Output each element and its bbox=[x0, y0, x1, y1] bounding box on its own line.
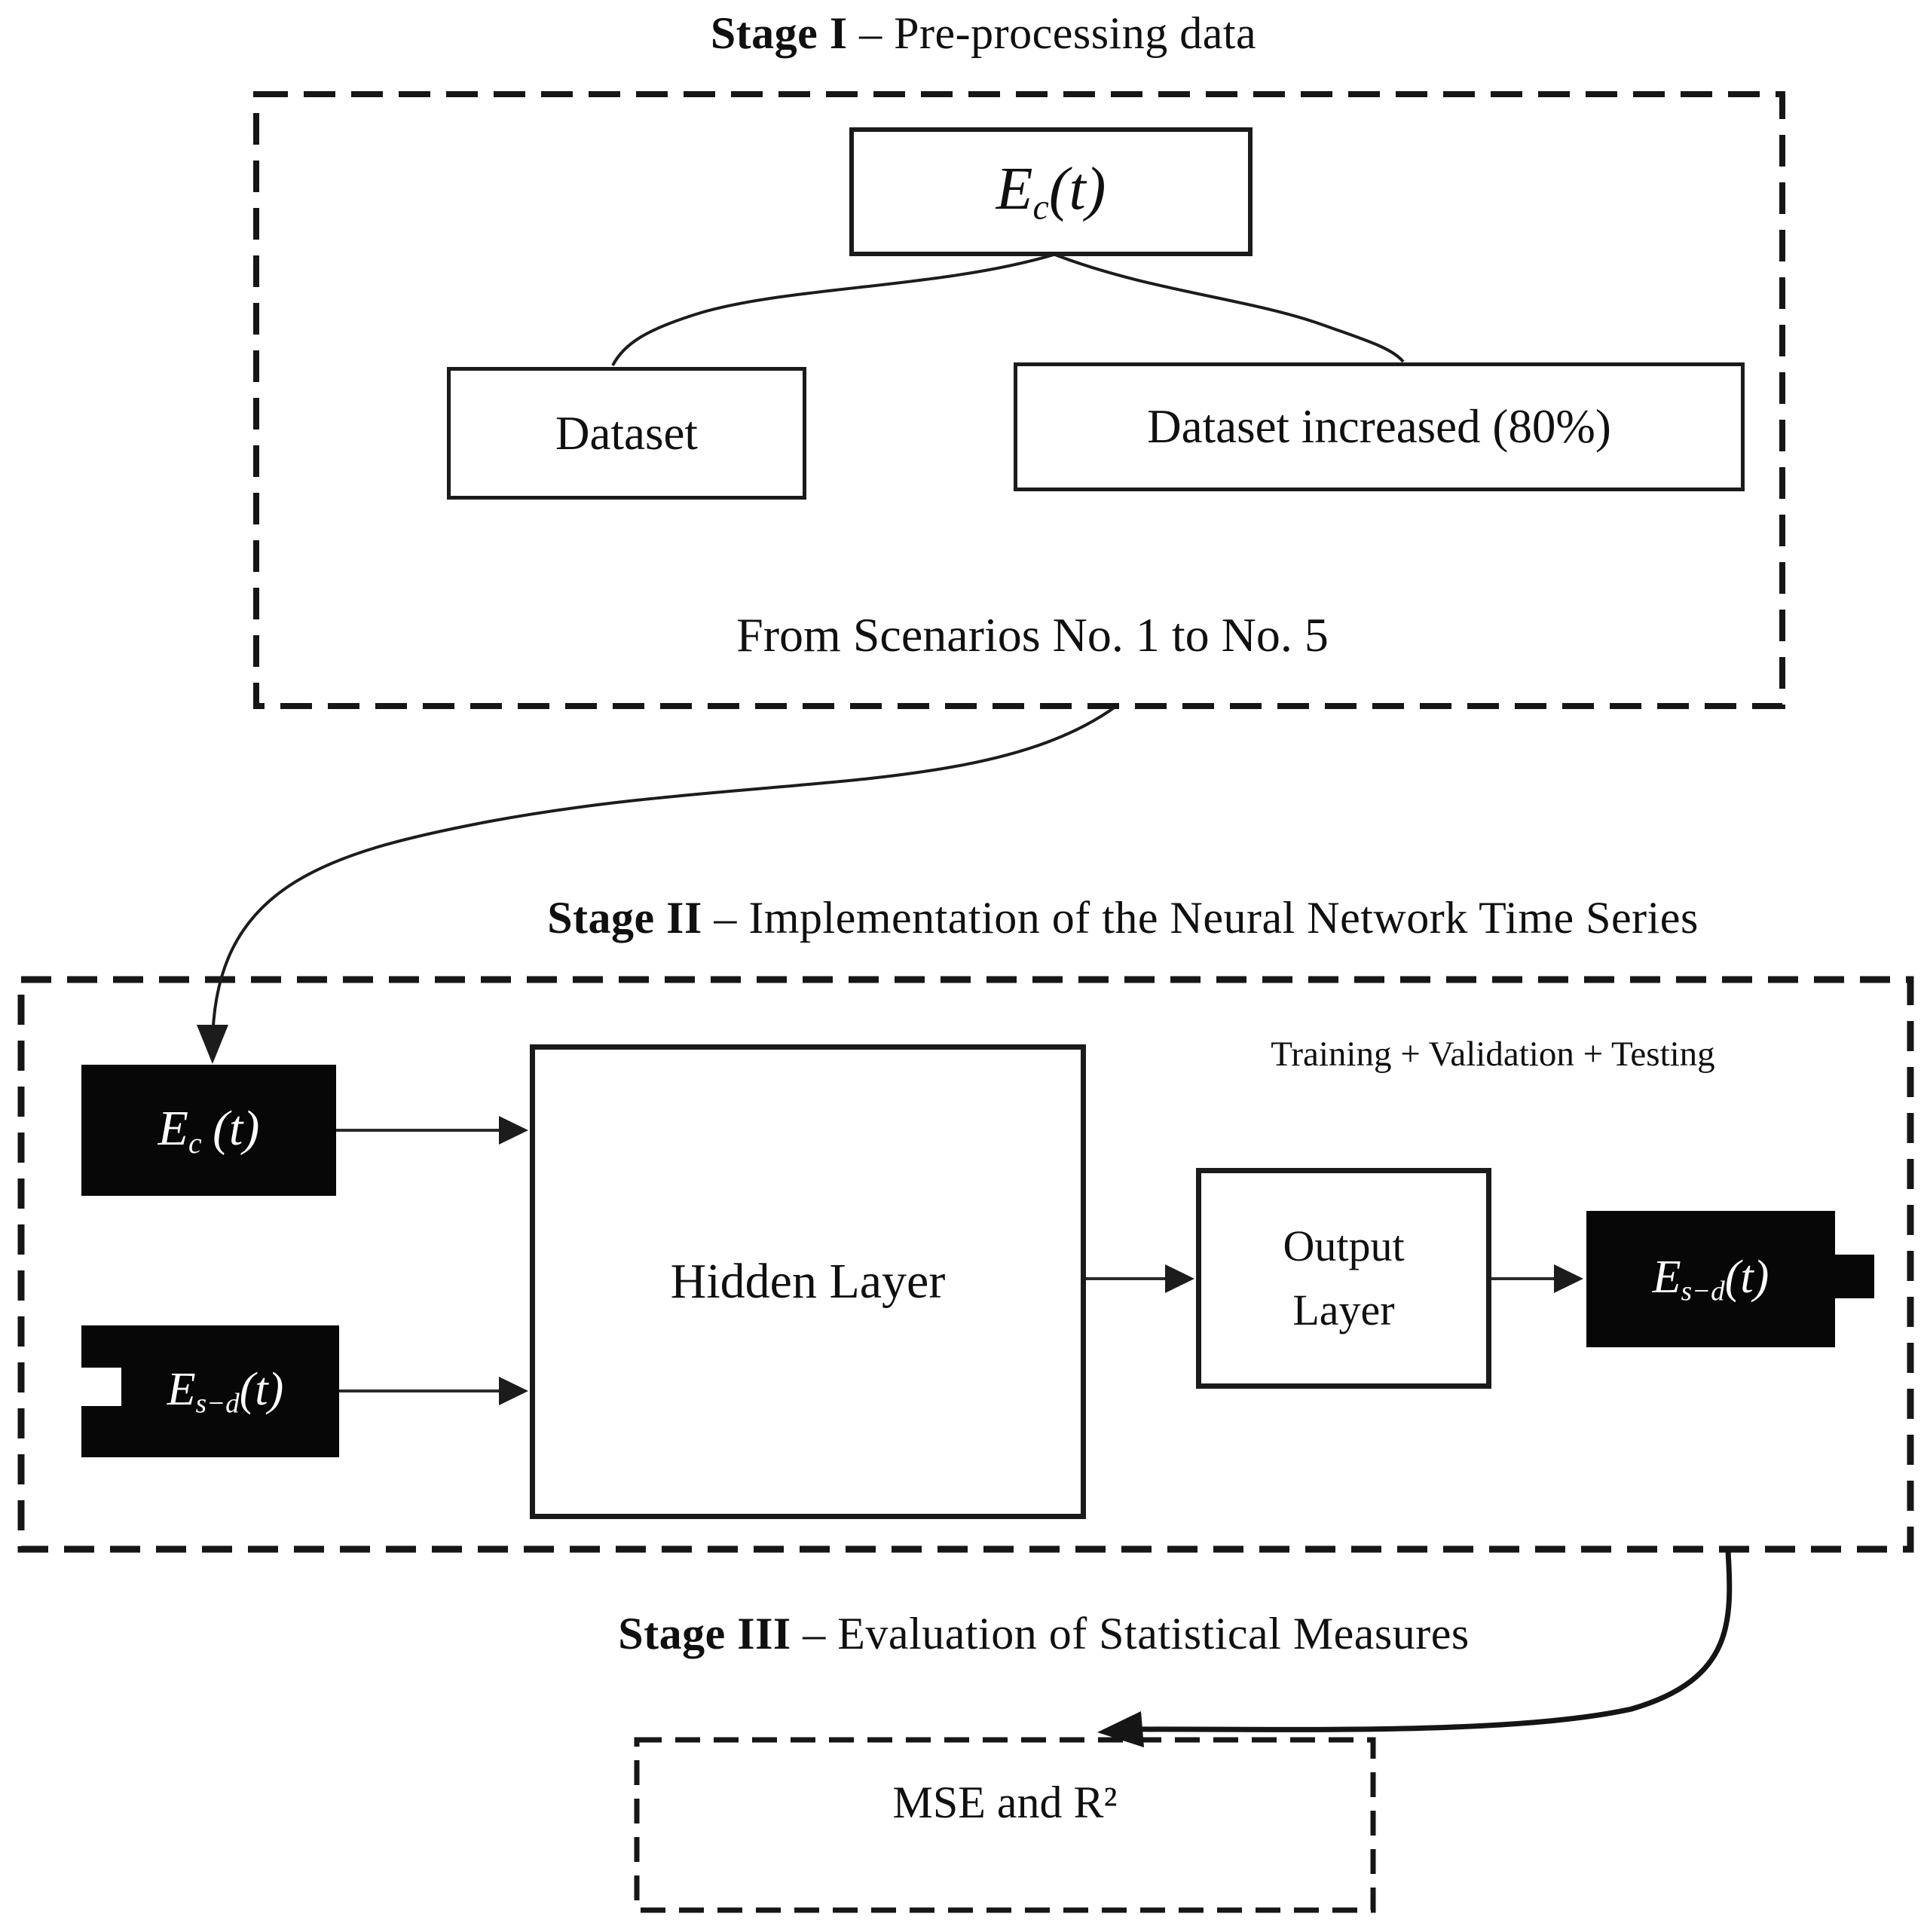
arrowhead-down-icon bbox=[197, 1025, 228, 1064]
arrowhead-left-icon bbox=[1097, 1711, 1144, 1747]
math-args: (t) bbox=[1048, 156, 1106, 223]
scenarios-note: From Scenarios No. 1 to No. 5 bbox=[736, 608, 1329, 662]
dataset-increased-box: Dataset increased (80%) bbox=[1014, 362, 1745, 491]
output-layer-box: Output Layer bbox=[1196, 1168, 1491, 1389]
output-layer-line2: Layer bbox=[1292, 1285, 1395, 1334]
stage1-title-rest: – Pre-processing data bbox=[847, 8, 1257, 58]
math-base: E bbox=[158, 1100, 188, 1156]
arrowhead-right-icon bbox=[1554, 1264, 1583, 1293]
stage2-title-rest: – Implementation of the Neural Network T… bbox=[702, 893, 1699, 943]
ec-source-label: Ec(t) bbox=[996, 155, 1106, 228]
input-ec-label: Ec (t) bbox=[158, 1100, 260, 1160]
stage1-dashed-frame bbox=[253, 91, 1785, 709]
dataset-increased-label: Dataset increased (80%) bbox=[1147, 400, 1611, 453]
stage3-dashed-frame bbox=[634, 1737, 1376, 1913]
hidden-layer-box: Hidden Layer bbox=[530, 1044, 1086, 1519]
output-esd-box: Es−d(t) bbox=[1586, 1211, 1874, 1347]
output-layer-label: Output Layer bbox=[1283, 1215, 1404, 1341]
math-args: (t) bbox=[239, 1363, 284, 1415]
math-args: (t) bbox=[1724, 1251, 1769, 1303]
math-base: E bbox=[167, 1363, 196, 1415]
tab-decoration bbox=[1835, 1255, 1874, 1298]
hidden-layer-label: Hidden Layer bbox=[670, 1254, 946, 1309]
input-esd-label: Es−d(t) bbox=[167, 1363, 284, 1420]
notch-decoration bbox=[81, 1368, 121, 1406]
stage3-title-stage: Stage III bbox=[618, 1609, 791, 1658]
math-args: (t) bbox=[213, 1100, 260, 1156]
stage1-title: Stage I – Pre-processing data bbox=[418, 8, 1549, 60]
dataset-box: Dataset bbox=[447, 367, 806, 500]
math-base: E bbox=[1652, 1251, 1681, 1303]
output-layer-line1: Output bbox=[1283, 1221, 1405, 1271]
arrowhead-right-icon bbox=[499, 1377, 528, 1405]
fork-curve-left bbox=[611, 253, 1054, 366]
stage2-title-stage: Stage II bbox=[547, 893, 702, 943]
math-base: E bbox=[996, 156, 1033, 223]
fork-curve-right bbox=[1054, 253, 1405, 363]
mse-label: MSE and R² bbox=[892, 1778, 1118, 1827]
stage1-to-stage2-curve bbox=[211, 705, 1117, 1047]
training-note: Training + Validation + Testing bbox=[1271, 1035, 1715, 1074]
output-esd-label: Es−d(t) bbox=[1653, 1251, 1769, 1307]
input-esd-box: Es−d(t) bbox=[81, 1325, 339, 1457]
input-ec-box: Ec (t) bbox=[81, 1065, 336, 1196]
stage1-title-stage: Stage I bbox=[710, 8, 848, 58]
stage3-title-rest: – Evaluation of Statistical Measures bbox=[791, 1609, 1470, 1658]
ec-source-box: Ec(t) bbox=[849, 127, 1253, 256]
stage2-to-stage3-curve bbox=[1131, 1550, 1733, 1732]
math-sub: s−d bbox=[195, 1388, 240, 1420]
arrowhead-right-icon bbox=[1165, 1264, 1194, 1293]
math-sub: c bbox=[188, 1126, 202, 1160]
math-sub: c bbox=[1032, 187, 1049, 228]
stage3-title: Stage III – Evaluation of Statistical Me… bbox=[290, 1608, 1797, 1660]
stage2-dashed-frame bbox=[17, 976, 1914, 1553]
stage2-title: Stage II – Implementation of the Neural … bbox=[347, 892, 1899, 944]
math-sub: s−d bbox=[1681, 1276, 1725, 1307]
arrowhead-right-icon bbox=[499, 1116, 528, 1145]
dataset-label: Dataset bbox=[555, 406, 698, 460]
